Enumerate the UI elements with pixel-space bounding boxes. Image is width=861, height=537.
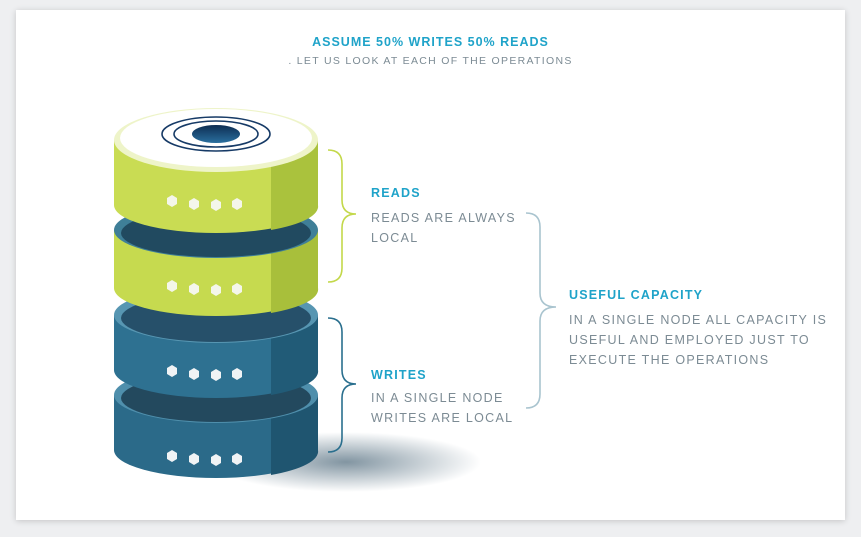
writes-line-1: IN A SINGLE NODE bbox=[371, 391, 504, 405]
slide-subtitle: . LET US LOOK AT EACH OF THE OPERATIONS bbox=[288, 55, 573, 67]
disk-led-icons bbox=[167, 280, 242, 296]
disk-led-icons bbox=[167, 365, 242, 381]
reads-heading: READS bbox=[371, 186, 421, 200]
reads-line-1: READS ARE ALWAYS bbox=[371, 211, 516, 225]
read-disk-top bbox=[114, 108, 319, 233]
target-icon bbox=[161, 116, 271, 152]
writes-line-2: WRITES ARE LOCAL bbox=[371, 411, 514, 425]
writes-description: IN A SINGLE NODE WRITES ARE LOCAL bbox=[371, 388, 513, 428]
write-disk-top bbox=[114, 287, 319, 398]
capacity-heading: USEFUL CAPACITY bbox=[569, 288, 704, 302]
capacity-brace-icon bbox=[525, 212, 557, 409]
disk-led-icons bbox=[167, 195, 242, 211]
reads-brace-icon bbox=[327, 149, 357, 283]
capacity-line-3: EXECUTE THE OPERATIONS bbox=[569, 353, 770, 367]
reads-line-2: LOCAL bbox=[371, 231, 419, 245]
database-stack-illustration bbox=[114, 108, 557, 492]
writes-heading: WRITES bbox=[371, 368, 427, 382]
disk-led-icons bbox=[167, 450, 242, 466]
capacity-line-1: IN A SINGLE NODE ALL CAPACITY IS bbox=[569, 313, 828, 327]
reads-description: READS ARE ALWAYS LOCAL bbox=[371, 208, 516, 248]
slide: ASSUME 50% WRITES 50% READS . LET US LOO… bbox=[16, 10, 845, 520]
slide-title: ASSUME 50% WRITES 50% READS bbox=[312, 35, 549, 49]
capacity-line-2: USEFUL AND EMPLOYED JUST TO bbox=[569, 333, 810, 347]
capacity-description: IN A SINGLE NODE ALL CAPACITY IS USEFUL … bbox=[569, 310, 827, 370]
writes-brace-icon bbox=[327, 317, 357, 453]
